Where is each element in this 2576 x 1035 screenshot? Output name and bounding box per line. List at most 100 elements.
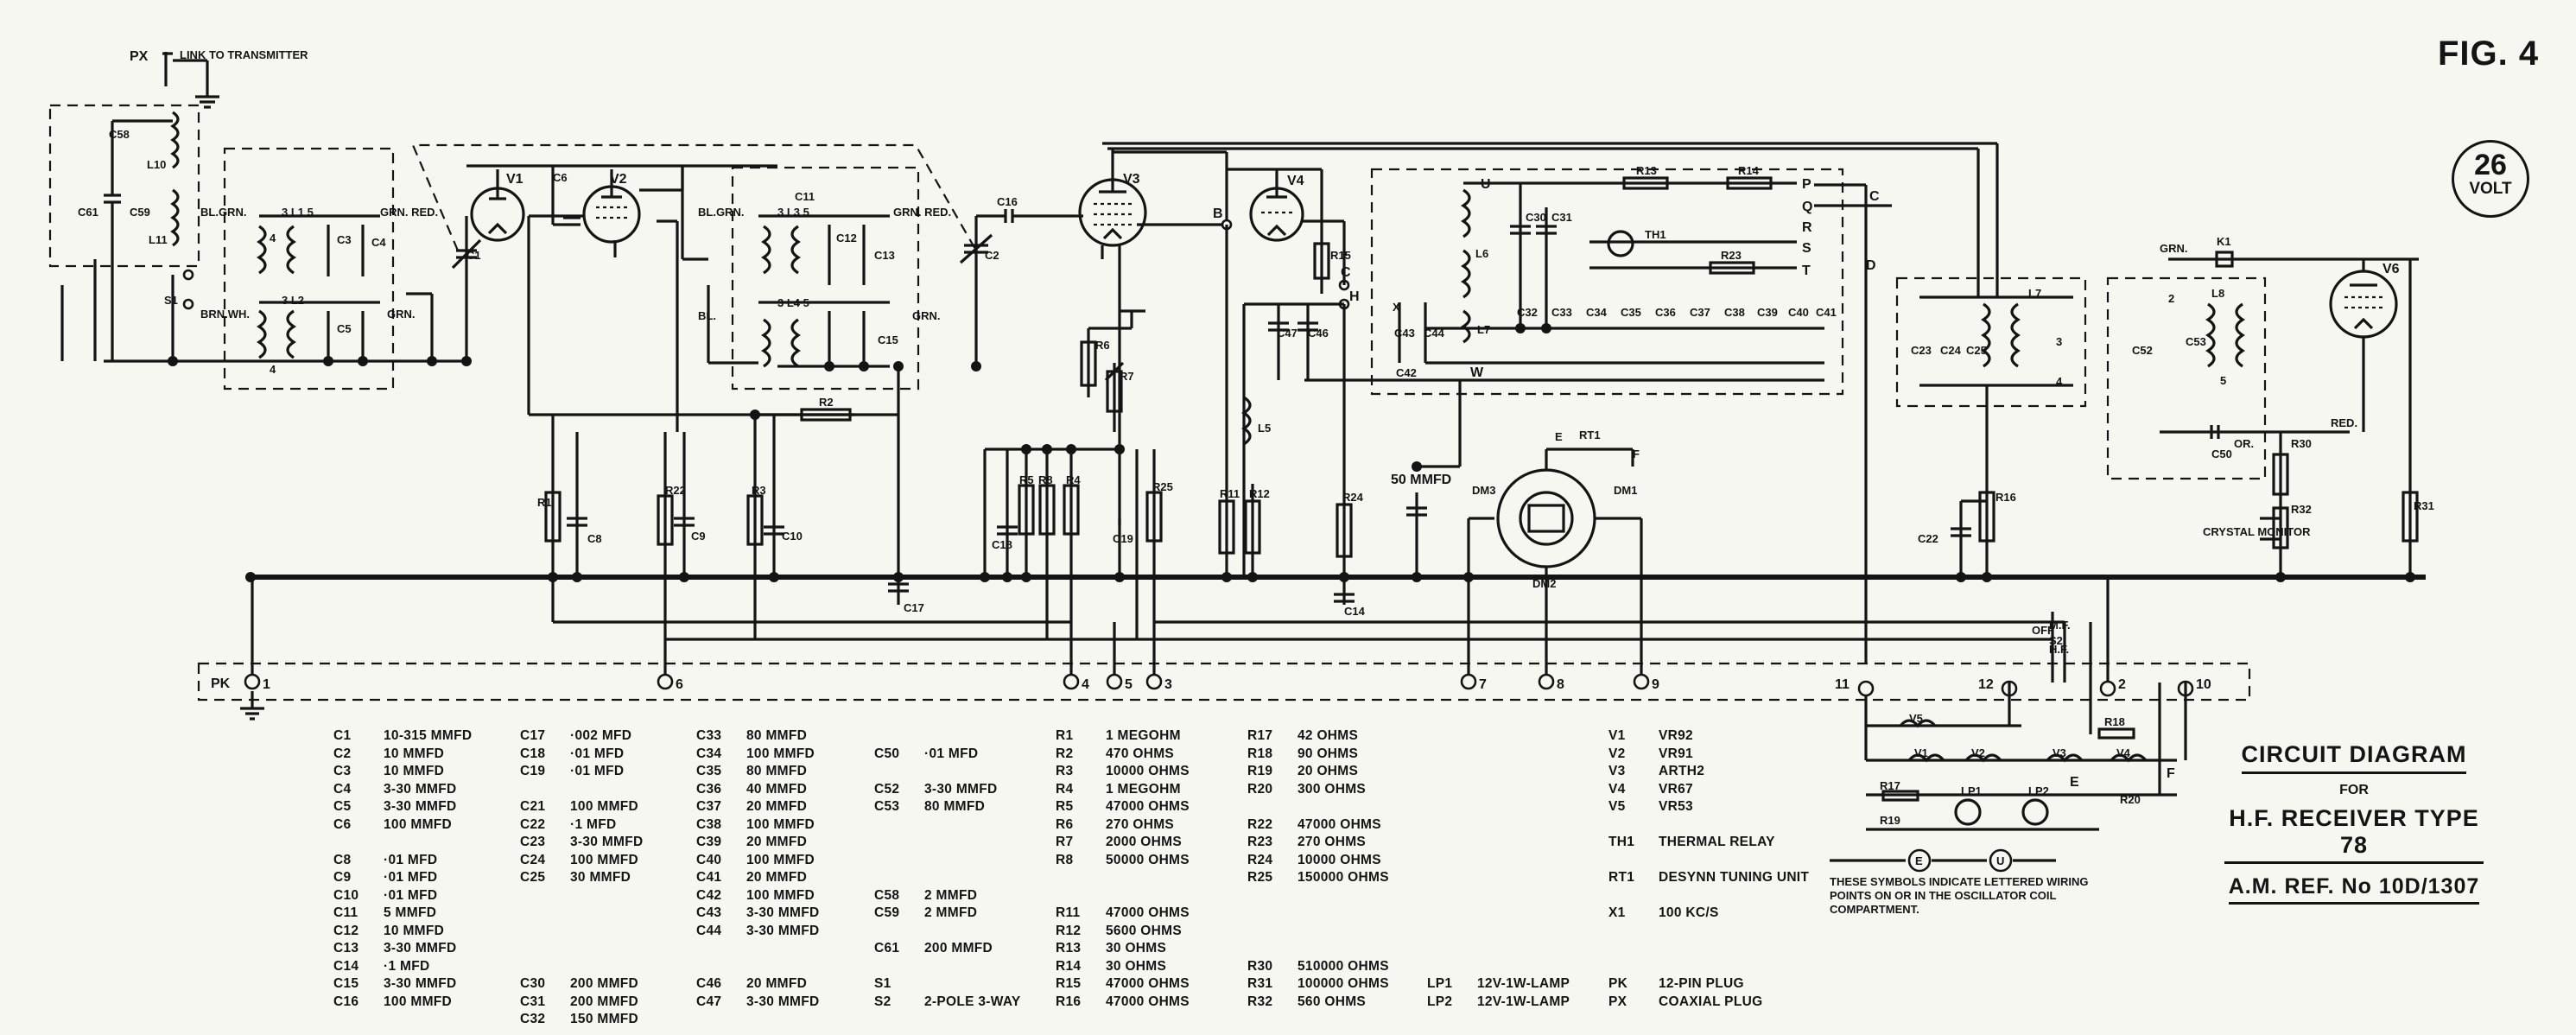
svg-text:V1: V1 xyxy=(506,172,523,187)
component-ref: R12 xyxy=(1056,923,1082,938)
legend-row xyxy=(696,940,820,958)
component-ref: PK xyxy=(1608,976,1628,991)
component-value: 560 OHMS xyxy=(1298,994,1367,1009)
component-value: ·002 MFD xyxy=(570,728,632,743)
component-value: 100 KC/S xyxy=(1659,905,1719,920)
component-ref: C30 xyxy=(520,976,546,991)
svg-text:3: 3 xyxy=(1164,677,1172,692)
component-ref xyxy=(1608,852,1659,870)
component-ref: R23 xyxy=(1247,835,1273,849)
component-ref: C19 xyxy=(520,764,546,778)
component-ref xyxy=(1427,763,1477,781)
svg-text:GRN. RED.: GRN. RED. xyxy=(380,206,438,219)
component-ref xyxy=(1247,905,1298,923)
component-ref: X1 xyxy=(1608,905,1626,920)
voltage-badge: 26 VOLT xyxy=(2452,140,2529,218)
svg-text:C61: C61 xyxy=(78,206,98,219)
component-ref: C18 xyxy=(520,746,546,761)
component-value: 20 MMFD xyxy=(746,870,808,885)
component-value: 30 MMFD xyxy=(570,870,631,885)
component-ref: C36 xyxy=(696,781,722,797)
component-ref: C32 xyxy=(520,1012,546,1026)
component-value: 3-30 MMFD xyxy=(384,799,457,814)
svg-text:R2: R2 xyxy=(819,396,834,409)
svg-text:E: E xyxy=(1915,854,1923,867)
component-ref xyxy=(1427,746,1477,764)
component-value: 5600 OHMS xyxy=(1106,923,1182,938)
component-ref xyxy=(1247,887,1298,905)
legend-row xyxy=(1427,834,1570,852)
svg-text:GRN. RED.: GRN. RED. xyxy=(893,206,951,219)
component-ref: R5 xyxy=(1056,799,1074,814)
component-value: 90 OHMS xyxy=(1298,746,1359,761)
title-line-3: H.F. RECEIVER TYPE 78 xyxy=(2224,805,2484,864)
component-value: 20 OHMS xyxy=(1298,764,1359,778)
svg-text:R5: R5 xyxy=(1019,473,1034,486)
svg-text:C8: C8 xyxy=(587,532,602,545)
component-ref xyxy=(520,923,570,941)
component-ref xyxy=(696,958,746,976)
legend-row xyxy=(874,852,1021,870)
component-value: 30 OHMS xyxy=(1106,958,1167,974)
component-ref xyxy=(1608,816,1659,835)
component-ref: TH1 xyxy=(1608,835,1635,849)
component-ref: C5 xyxy=(333,799,352,814)
title-line-2: FOR xyxy=(2339,783,2369,797)
component-ref: C53 xyxy=(874,799,900,814)
th1-label: TH1 xyxy=(1645,228,1666,241)
svg-text:R20: R20 xyxy=(2120,793,2141,806)
component-value: 150000 OHMS xyxy=(1298,870,1389,885)
off-label: OFF xyxy=(2032,624,2054,637)
component-ref xyxy=(520,940,570,958)
component-value: 10 MMFD xyxy=(384,746,445,761)
svg-text:R32: R32 xyxy=(2291,503,2312,516)
component-ref: R11 xyxy=(1056,905,1081,920)
svg-text:L6: L6 xyxy=(1475,247,1488,260)
svg-text:BL.GRN.: BL.GRN. xyxy=(698,206,744,219)
svg-text:R6: R6 xyxy=(1095,339,1110,352)
component-value: 20 MMFD xyxy=(746,976,808,991)
component-ref xyxy=(1427,852,1477,870)
component-value: 270 OHMS xyxy=(1106,816,1175,832)
tube-v2: V2 xyxy=(582,169,641,257)
if-transformer-compartment-2 xyxy=(2106,276,2267,480)
component-value: 1 MEGOHM xyxy=(1106,728,1181,743)
oscillator-coil-compartment xyxy=(1370,168,1844,396)
legend-row xyxy=(1427,887,1570,905)
component-ref xyxy=(1608,923,1659,941)
component-ref xyxy=(1056,869,1106,887)
svg-text:9: 9 xyxy=(1652,677,1659,692)
component-ref: R6 xyxy=(1056,816,1074,832)
svg-text:C58: C58 xyxy=(109,128,130,141)
component-value: THERMAL RELAY xyxy=(1659,835,1775,849)
svg-text:C34: C34 xyxy=(1586,306,1608,319)
legend-row: C50·01 MFD xyxy=(874,746,1021,764)
legend-row: X1 100 KC/S xyxy=(1608,905,1809,923)
svg-text:V2: V2 xyxy=(1971,746,1985,759)
component-value: 42 OHMS xyxy=(1298,728,1359,743)
svg-text:R30: R30 xyxy=(2291,437,2312,450)
svg-text:4: 4 xyxy=(1082,677,1089,692)
svg-text:C19: C19 xyxy=(1113,532,1133,545)
svg-text:7: 7 xyxy=(1479,677,1487,692)
component-ref: V2 xyxy=(1608,746,1626,761)
component-ref: R17 xyxy=(1247,728,1273,743)
component-value: 20 MMFD xyxy=(746,835,808,849)
component-value: 47000 OHMS xyxy=(1106,994,1190,1009)
component-ref xyxy=(874,816,924,835)
component-ref: C61 xyxy=(874,941,900,956)
